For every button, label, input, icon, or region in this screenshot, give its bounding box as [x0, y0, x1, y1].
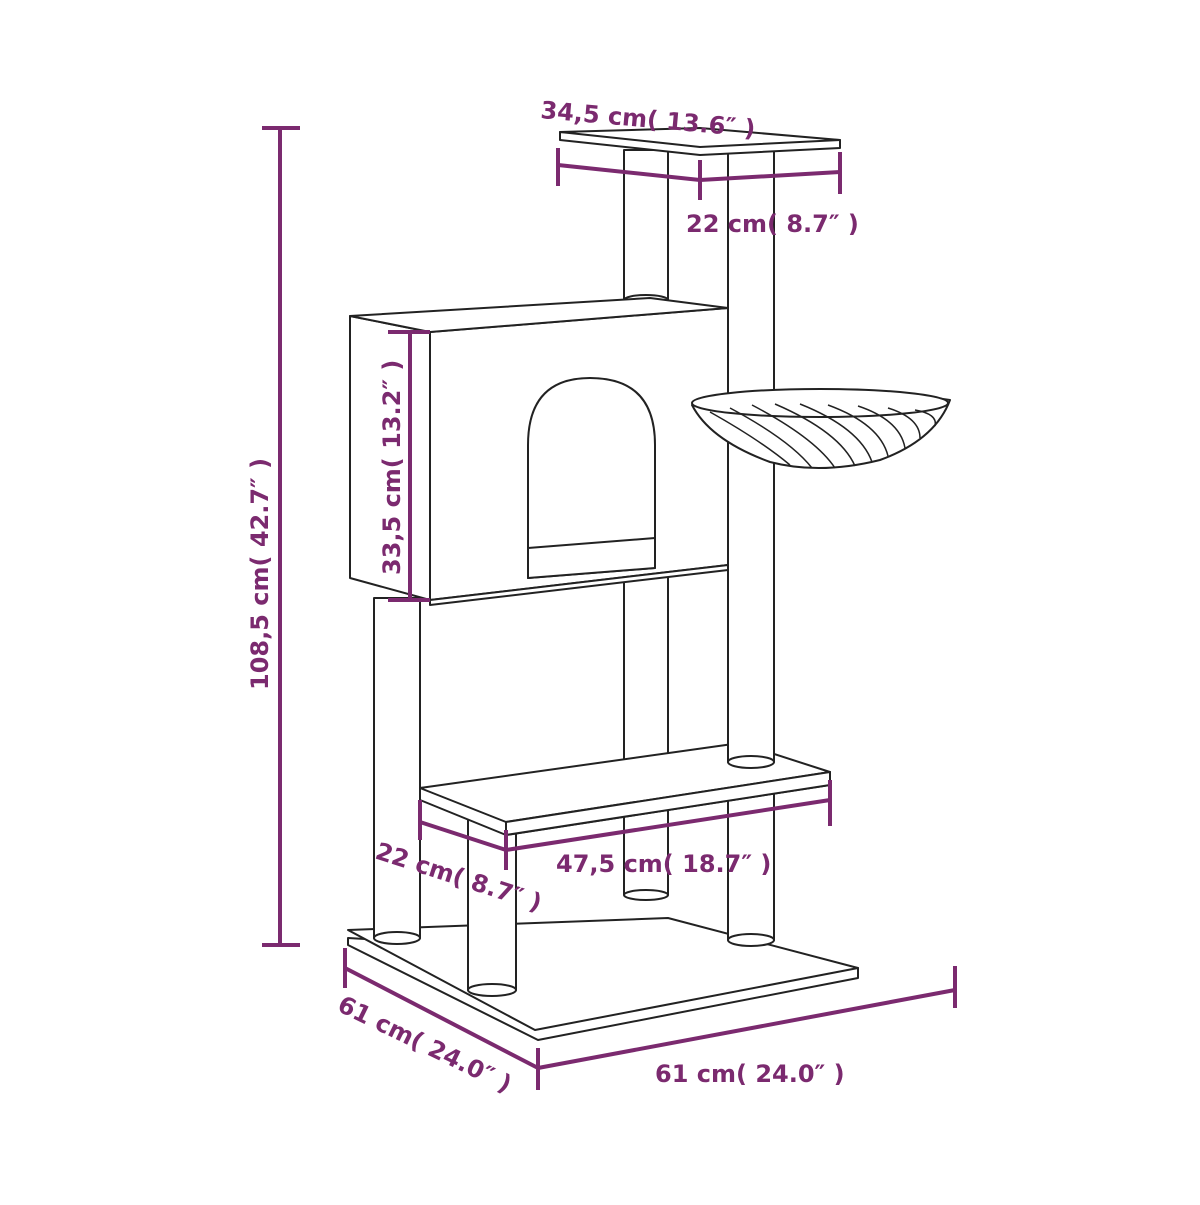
hammock-basket [691, 388, 951, 470]
top-platform-dimension [556, 148, 842, 200]
cat-tree-drawing [347, 127, 951, 1041]
base-width-label: 61 cm( 24.0″ ) [655, 1060, 845, 1088]
top-platform [559, 127, 841, 156]
mid-platform-dimension [418, 780, 832, 870]
back-posts [623, 574, 669, 901]
condo-height-dimension [388, 330, 430, 602]
total-height-label: 108,5 cm( 42.7″ ) [246, 458, 274, 690]
total-height-dimension [262, 126, 300, 947]
dimension-lines [262, 126, 957, 1090]
condo-height-label: 33,5 cm( 13.2″ ) [378, 360, 406, 575]
condo-left-post [373, 597, 421, 945]
top-platform-depth-label: 22 cm( 8.7″ ) [686, 210, 859, 238]
base-dimension [343, 948, 957, 1090]
condo-box [349, 297, 729, 606]
mid-platform-width-label: 47,5 cm( 18.7″ ) [556, 850, 771, 878]
